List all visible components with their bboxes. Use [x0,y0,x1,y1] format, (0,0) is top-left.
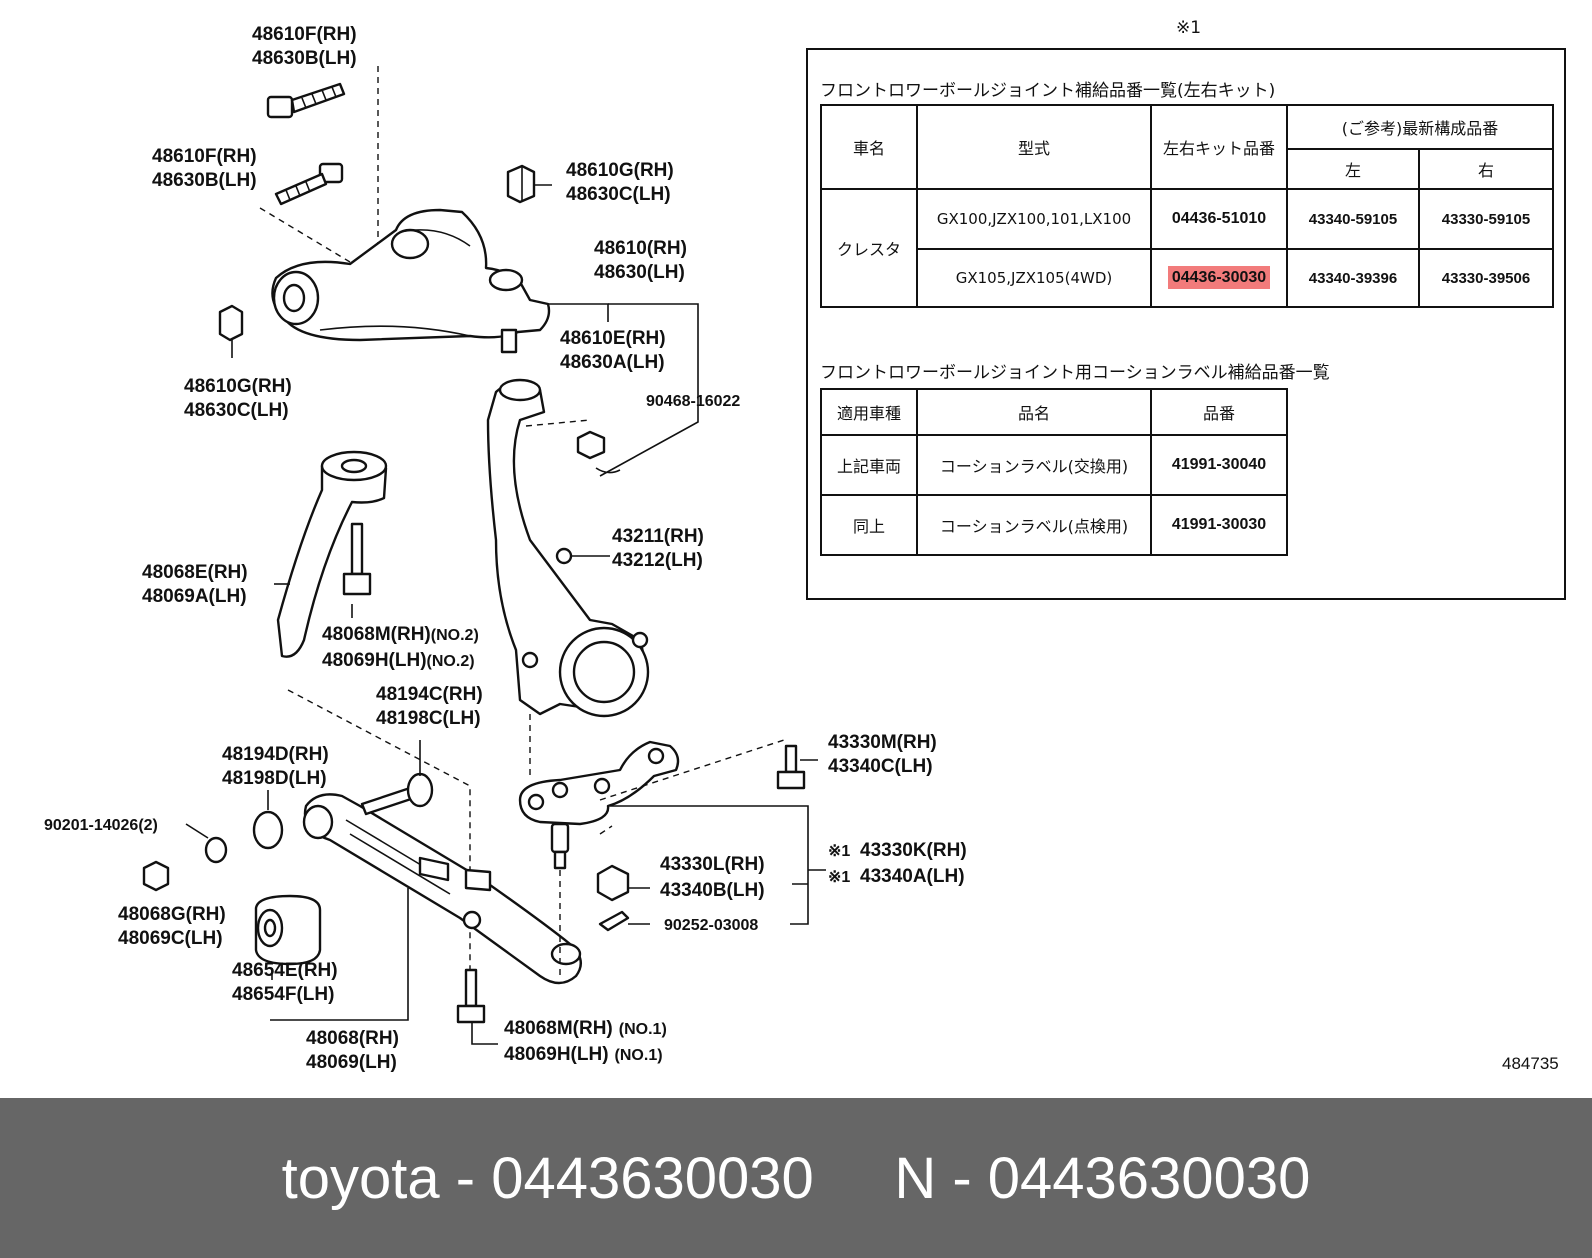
kit-vehicle: クレスタ [820,188,918,308]
label-48610g-rh-2: 48610G(RH) [184,376,292,397]
diagram-id: 484735 [1502,1054,1559,1073]
lab-row1-name: コーションラベル(交換用) [916,434,1152,496]
kit-row1-left[interactable]: 43340-59105 [1286,188,1420,250]
label-table-caption: フロントロワーボールジョイント用コーションラベル補給品番一覧 [820,363,1330,383]
label-48194c-rh: 48194C(RH) [376,684,483,705]
lab-row1-apply: 上記車両 [820,434,918,496]
kit-head-kit: 左右キット品番 [1150,104,1288,190]
kit-head-right: 右 [1418,148,1554,190]
label-48069a-lh: 48069A(LH) [142,586,247,607]
label-48198d-lh: 48198D(LH) [222,768,327,789]
upper-control-arm [271,208,551,354]
label-48630a-lh: 48630A(LH) [560,352,665,373]
note-mark-2: ※1 [828,869,850,886]
lab-row2-name: コーションラベル(点検用) [916,494,1152,556]
washer-small [204,836,228,864]
label-43211-rh: 43211(RH) [612,526,704,547]
upper-nut-left [218,304,244,342]
label-43212-lh: 43212(LH) [612,550,703,571]
kit-head-ref: (ご参考)最新構成品番 [1286,104,1554,150]
lower-control-arm [302,793,582,985]
label-48069-lh: 48069(LH) [306,1052,397,1073]
label-48068m-rh-no2: 48068M(RH)(NO.2) [322,624,479,645]
label-48630b-lh: 48630B(LH) [252,48,357,69]
label-48069c-lh: 48069C(LH) [118,928,223,949]
label-48630c-lh-2: 48630C(LH) [184,400,289,421]
suspension-parts-diagram: 48610F(RH) 48630B(LH) 48610F(RH) 48630B(… [44,24,967,1073]
label-48630c-lh: 48630C(LH) [566,184,671,205]
steering-knuckle [486,378,650,718]
parts-table-panel [806,48,1566,600]
lab-head-apply: 適用車種 [820,388,918,436]
footer-banner: toyota - 0443630030 N - 0443630030 [0,1098,1592,1258]
kit-row2-model: GX105,JZX105(4WD) [916,248,1152,308]
label-90252-03008: 90252-03008 [664,917,758,934]
label-43340a-lh: 43340A(LH) [860,866,965,887]
kit-row2-left[interactable]: 43340-39396 [1286,248,1420,308]
ball-joint-kit-table: 車名 型式 左右キット品番 (ご参考)最新構成品番 左 右 クレスタ GX100… [820,104,1554,308]
lab-head-name: 品名 [916,388,1152,436]
knuckle-nut [576,430,606,460]
label-48194d-rh: 48194D(RH) [222,744,329,765]
label-48654f-lh: 48654F(LH) [232,984,334,1005]
kit-row2-right[interactable]: 43330-39506 [1418,248,1554,308]
upper-bolt-2 [274,162,344,206]
stabilizer-link [276,450,388,658]
lower-ball-joint [518,740,680,870]
lower-arm-bolt-vertical [456,968,486,1024]
label-48654e-rh: 48654E(RH) [232,960,338,981]
upper-nut-right [506,164,536,204]
kit-row2-kit-cell: 04436-30030 [1150,248,1288,308]
lab-head-num: 品番 [1150,388,1288,436]
label-90201-14026: 90201-14026(2) [44,817,158,834]
label-90468-16022: 90468-16022 [646,393,740,410]
label-48068e-rh: 48068E(RH) [142,562,248,583]
label-48610f-rh: 48610F(RH) [252,24,357,45]
label-48610-rh: 48610(RH) [594,238,687,259]
lab-row2-apply: 同上 [820,494,918,556]
note-mark-header: ※1 [1176,18,1202,38]
label-48630-lh: 48630(LH) [594,262,685,283]
label-48068-rh: 48068(RH) [306,1028,399,1049]
lab-row2-num[interactable]: 41991-30030 [1150,494,1288,556]
castle-nut [596,864,630,902]
label-48198c-lh: 48198C(LH) [376,708,481,729]
label-48068m-rh-no1: 48068M(RH)(NO.1) [504,1018,667,1039]
label-43330k-rh: 43330K(RH) [860,840,967,861]
label-48069h-lh-no2: 48069H(LH)(NO.2) [322,650,475,671]
cotter-pin [598,910,630,932]
label-48610f-rh-2: 48610F(RH) [152,146,257,167]
bushing [254,894,322,966]
kit-table-caption: フロントロワーボールジョイント補給品番一覧(左右キット) [820,81,1276,101]
kit-head-left: 左 [1286,148,1420,190]
label-48610e-rh: 48610E(RH) [560,328,666,349]
cam-plate [252,810,284,850]
kit-row1-model: GX100,JZX100,101,LX100 [916,188,1152,250]
ball-joint-bolt [776,744,806,790]
link-bolt [342,522,372,596]
footer-text: toyota - 0443630030 N - 0443630030 [281,1145,1311,1211]
label-43330l-rh: 43330L(RH) [660,854,765,875]
caution-label-table: 適用車種 品名 品番 上記車両 コーションラベル(交換用) 41991-3004… [820,388,1288,556]
lower-nut [142,860,170,892]
label-48610g-rh: 48610G(RH) [566,160,674,181]
label-43330m-rh: 43330M(RH) [828,732,937,753]
note-mark-1: ※1 [828,843,850,860]
label-48630b-lh-2: 48630B(LH) [152,170,257,191]
kit-row1-kit[interactable]: 04436-51010 [1150,188,1288,250]
kit-head-vehicle: 車名 [820,104,918,190]
lab-row1-num[interactable]: 41991-30040 [1150,434,1288,496]
kit-row1-right[interactable]: 43330-59105 [1418,188,1554,250]
kit-head-model: 型式 [916,104,1152,190]
label-48068g-rh: 48068G(RH) [118,904,226,925]
lower-arm-bolt [360,772,434,816]
label-43340c-lh: 43340C(LH) [828,756,933,777]
kit-row2-kit-highlighted[interactable]: 04436-30030 [1167,266,1271,289]
label-43340b-lh: 43340B(LH) [660,880,765,901]
upper-bolt-1 [266,82,346,119]
label-48069h-lh-no1: 48069H(LH)(NO.1) [504,1044,663,1065]
